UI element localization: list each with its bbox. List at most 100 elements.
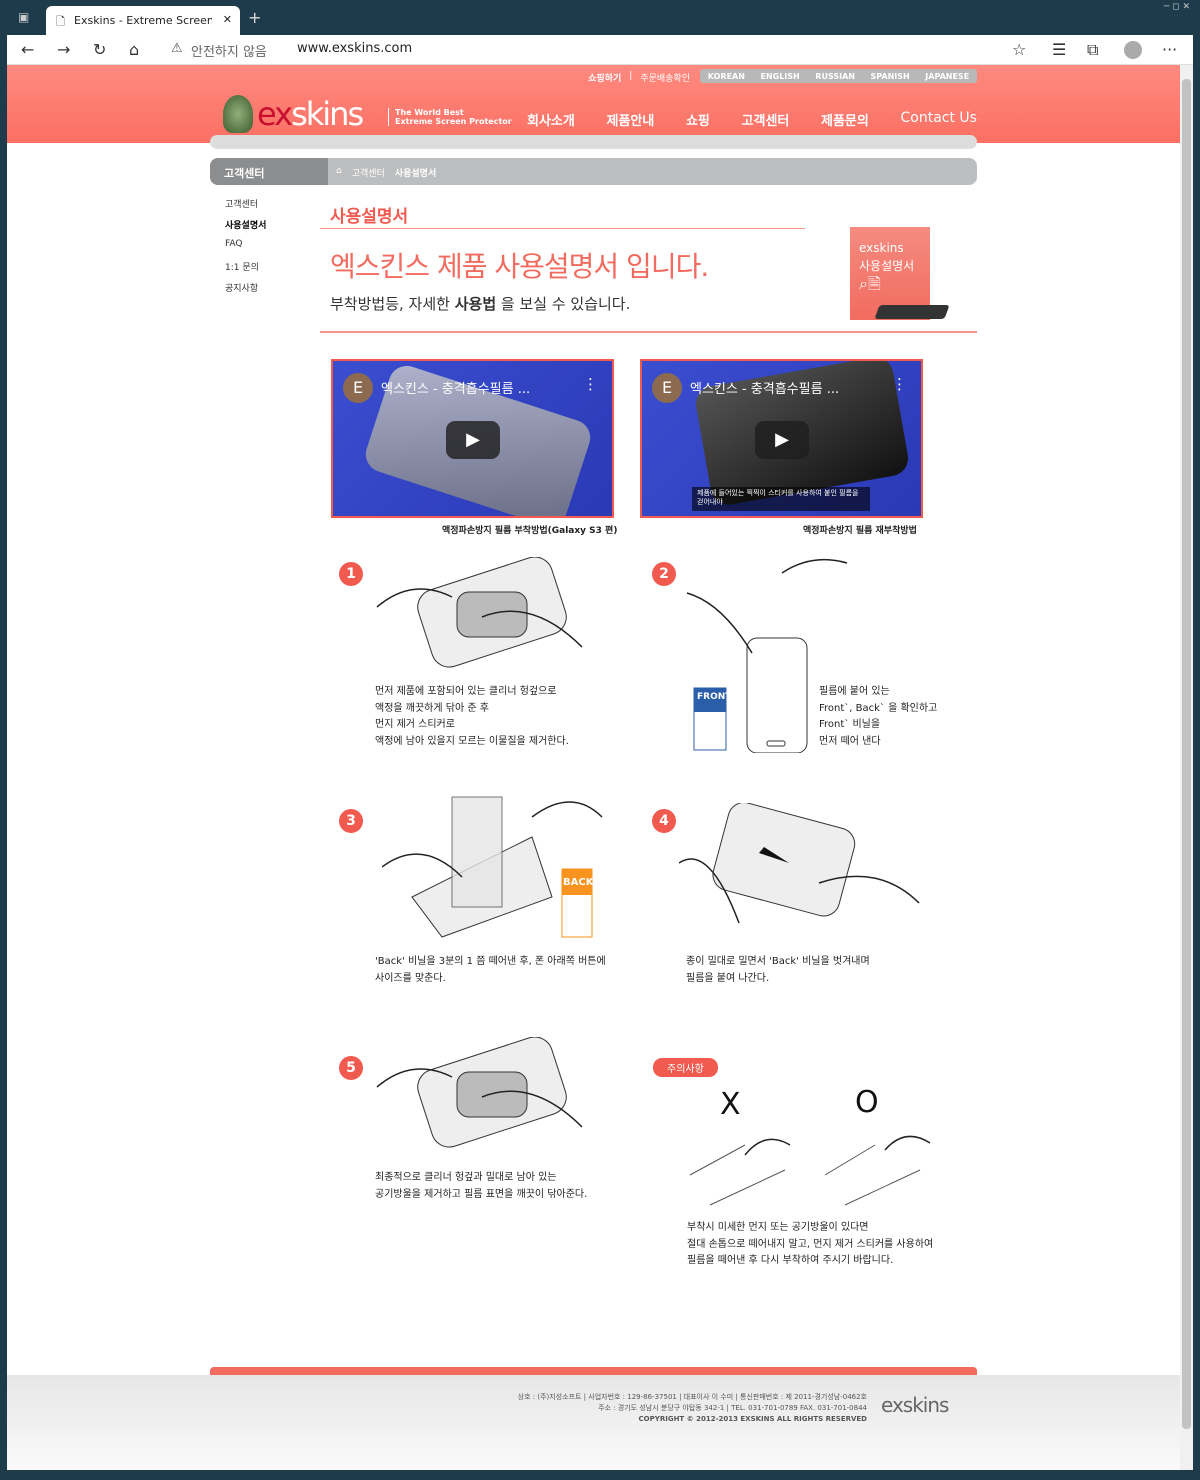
nav-products[interactable]: 제품안내 (606, 114, 655, 129)
warning-icon: ⚠ (171, 41, 183, 56)
favorite-add-icon[interactable]: ☆ (1012, 40, 1027, 59)
sidebar-item[interactable]: 1:1 문의 (225, 263, 259, 273)
video-caption: 액정파손방지 필름 부착방법(Galaxy S3 편) (442, 526, 618, 536)
breadcrumb-item[interactable]: 고객센터 (351, 169, 385, 179)
nav-company[interactable]: 회사소개 (527, 114, 575, 129)
sidebar-item[interactable]: FAQ (225, 239, 243, 249)
main-nav: 회사소개 제품안내 쇼핑 고객센터 제품문의 Contact Us (527, 110, 977, 129)
breadcrumb: 고객센터 ⌂ 고객센터 사용설명서 (210, 158, 977, 185)
profile-avatar[interactable] (1124, 41, 1142, 59)
correct-mark: O (855, 1085, 879, 1120)
tab-actions-icon[interactable]: ▣ (18, 10, 30, 24)
video-caption: 액정파손방지 필름 재부착방법 (803, 526, 917, 536)
new-tab-button[interactable]: + (248, 8, 262, 27)
step-2-illustration (686, 558, 848, 753)
browser-tab[interactable]: 🗋 Exskins - Extreme Screen Protect ✕ (46, 6, 240, 35)
company-info: 상호 : (주)지성소프트 | 사업자번호 : 129-86-37501 | 대… (517, 1393, 867, 1423)
lang-english[interactable]: ENGLISH (760, 71, 800, 81)
search-document-icon: ⌕🗎 (859, 274, 881, 293)
tab-bar: ▣ 🗋 Exskins - Extreme Screen Protect ✕ +… (0, 0, 1200, 35)
more-icon[interactable]: ··· (1162, 40, 1178, 59)
sidebar-item[interactable]: 고객센터 (225, 200, 259, 210)
step-1-illustration (376, 557, 583, 668)
web-page: 쇼핑하기 | 주문배송확인 KOREAN ENGLISH RUSSIAN SPA… (7, 65, 1180, 1470)
url-field[interactable]: ⚠ 안전하지 않음 www.exskins.com (157, 39, 1017, 61)
address-bar: ← → ↻ ⌂ ⚠ 안전하지 않음 www.exskins.com ☆ ☰ ⧉ … (7, 35, 1193, 65)
language-selector: KOREAN ENGLISH RUSSIAN SPANISH JAPANESE (700, 69, 977, 83)
site-logo[interactable]: exskins (257, 95, 364, 133)
order-tracking-link[interactable]: 주문배송확인 (640, 74, 690, 84)
lang-spanish[interactable]: SPANISH (870, 71, 910, 81)
nav-inquiry[interactable]: 제품문의 (821, 114, 869, 129)
refresh-icon[interactable]: ↻ (93, 40, 107, 59)
site-footer: 상호 : (주)지성소프트 | 사업자번호 : 129-86-37501 | 대… (7, 1375, 1180, 1470)
breadcrumb-trail: ⌂ 고객센터 사용설명서 (336, 166, 436, 179)
step-number: 2 (652, 562, 676, 586)
more-icon[interactable]: ⋮ (892, 375, 907, 393)
window-controls[interactable]: ─ ◻ ✕ (1163, 2, 1190, 12)
subheadline: 부착방법등, 자세한 사용법 을 보실 수 있습니다. (330, 295, 631, 313)
step-3-illustration (382, 796, 603, 938)
top-links: 쇼핑하기 | 주문배송확인 (588, 71, 690, 84)
collections-icon[interactable]: ⧉ (1087, 40, 1099, 59)
video-title[interactable]: 엑스킨스 - 충격흡수필름 ... (690, 382, 840, 397)
wrong-mark: X (720, 1087, 741, 1122)
back-label: BACK (563, 877, 594, 888)
video-player-2[interactable]: E 엑스킨스 - 충격흡수필름 ... ⋮ ▶ 제품에 들어있는 찍찍이 스티커… (640, 359, 923, 518)
close-tab-icon[interactable]: ✕ (222, 13, 232, 26)
separator: | (629, 71, 633, 81)
url-text: www.exskins.com (297, 41, 413, 56)
section-title: 고객센터 (210, 158, 328, 185)
step-number: 4 (652, 809, 676, 833)
security-label: 안전하지 않음 (191, 45, 267, 60)
nav-shopping[interactable]: 쇼핑 (685, 114, 710, 129)
video-title[interactable]: 엑스킨스 - 충격흡수필름 ... (381, 382, 531, 397)
play-button[interactable]: ▶ (755, 421, 809, 459)
play-button[interactable]: ▶ (446, 421, 500, 459)
more-icon[interactable]: ⋮ (583, 375, 598, 393)
favorites-icon[interactable]: ☰ (1052, 40, 1067, 59)
caution-illustration (689, 1135, 931, 1206)
headline: 엑스킨스 제품 사용설명서 입니다. (330, 250, 709, 283)
caution-badge: 주의사항 (653, 1058, 718, 1077)
lang-russian[interactable]: RUSSIAN (815, 71, 855, 81)
breadcrumb-current: 사용설명서 (394, 169, 437, 179)
phone-image (874, 305, 950, 319)
channel-avatar[interactable]: E (343, 373, 373, 403)
shopping-link[interactable]: 쇼핑하기 (588, 74, 622, 84)
subnav-bar (210, 135, 977, 149)
sidebar-item[interactable]: 공지사항 (225, 284, 259, 294)
home-icon[interactable]: ⌂ (336, 166, 342, 176)
step-4-illustration (679, 803, 920, 924)
site-header: 쇼핑하기 | 주문배송확인 KOREAN ENGLISH RUSSIAN SPA… (7, 65, 1180, 143)
home-icon[interactable]: ⌂ (129, 40, 140, 59)
video-player-1[interactable]: E 엑스킨스 - 충격흡수필름 ... ⋮ ▶ (331, 359, 614, 518)
tab-title: Exskins - Extreme Screen Protect (74, 14, 212, 27)
sidebar-item-active[interactable]: 사용설명서 (225, 221, 267, 231)
scrollbar-thumb[interactable] (1182, 79, 1191, 1429)
divider (320, 331, 977, 333)
forward-icon[interactable]: → (57, 40, 71, 59)
nav-contact[interactable]: Contact Us (900, 110, 977, 126)
channel-avatar[interactable]: E (652, 373, 682, 403)
back-icon[interactable]: ← (21, 40, 35, 59)
helmet-logo-icon (223, 95, 253, 133)
step-number: 1 (339, 562, 363, 586)
footer-bar (210, 1367, 977, 1375)
video-subtitle: 제품에 들어있는 찍찍이 스티커를 사용하여 붙인 필름을 걷어내야 (692, 487, 870, 511)
footer-logo: exskins (881, 1393, 949, 1417)
divider (320, 228, 805, 229)
page-title: 사용설명서 (330, 207, 409, 227)
front-label: FRONT (697, 692, 732, 702)
scrollbar[interactable] (1180, 65, 1193, 1470)
lang-korean[interactable]: KOREAN (707, 71, 745, 81)
lang-japanese[interactable]: JAPANESE (925, 71, 970, 81)
nav-customer-center[interactable]: 고객센터 (741, 114, 790, 129)
